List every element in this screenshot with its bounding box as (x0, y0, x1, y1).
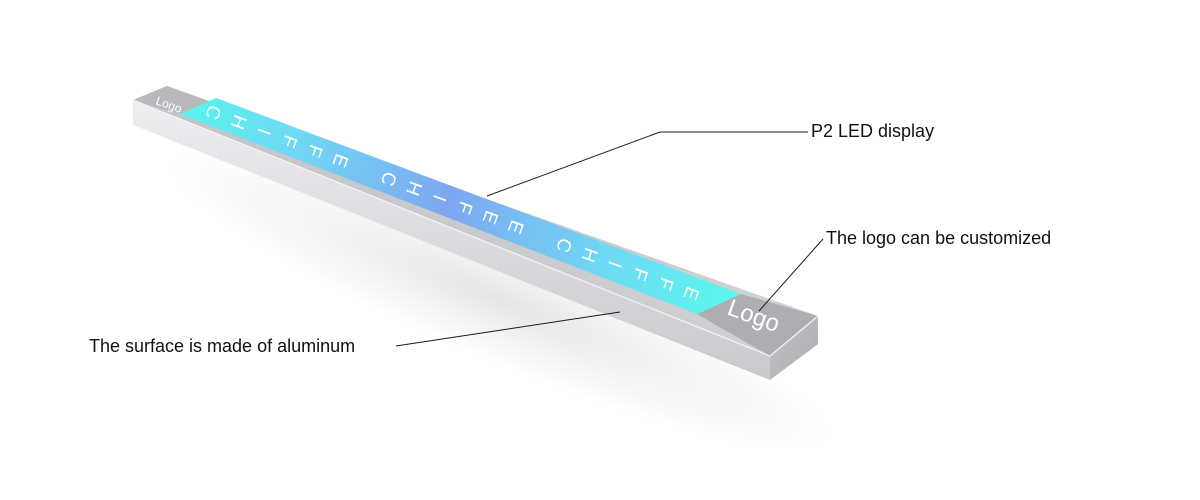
top-edge-highlight (132, 99, 819, 357)
callout-led-display: P2 LED display (811, 121, 935, 141)
leader-line-surface (395, 311, 621, 347)
logo-plate-left (133, 86, 216, 114)
led-character: C (551, 235, 575, 255)
led-display-panel (180, 98, 741, 314)
floor-shadow (167, 148, 833, 452)
aluminum-end-face (770, 316, 818, 380)
led-character: H (401, 178, 425, 198)
led-character: H (577, 245, 601, 265)
callout-surface-aluminum: The surface is made of aluminum (89, 336, 356, 356)
led-character: H (226, 112, 250, 132)
leader-line-led (486, 131, 661, 197)
led-character: C (200, 102, 224, 122)
led-character: C (376, 169, 400, 189)
aluminum-side-face (133, 100, 770, 380)
callout-logo-customized: The logo can be customized (826, 228, 1052, 248)
leader-line-logo (758, 238, 824, 312)
